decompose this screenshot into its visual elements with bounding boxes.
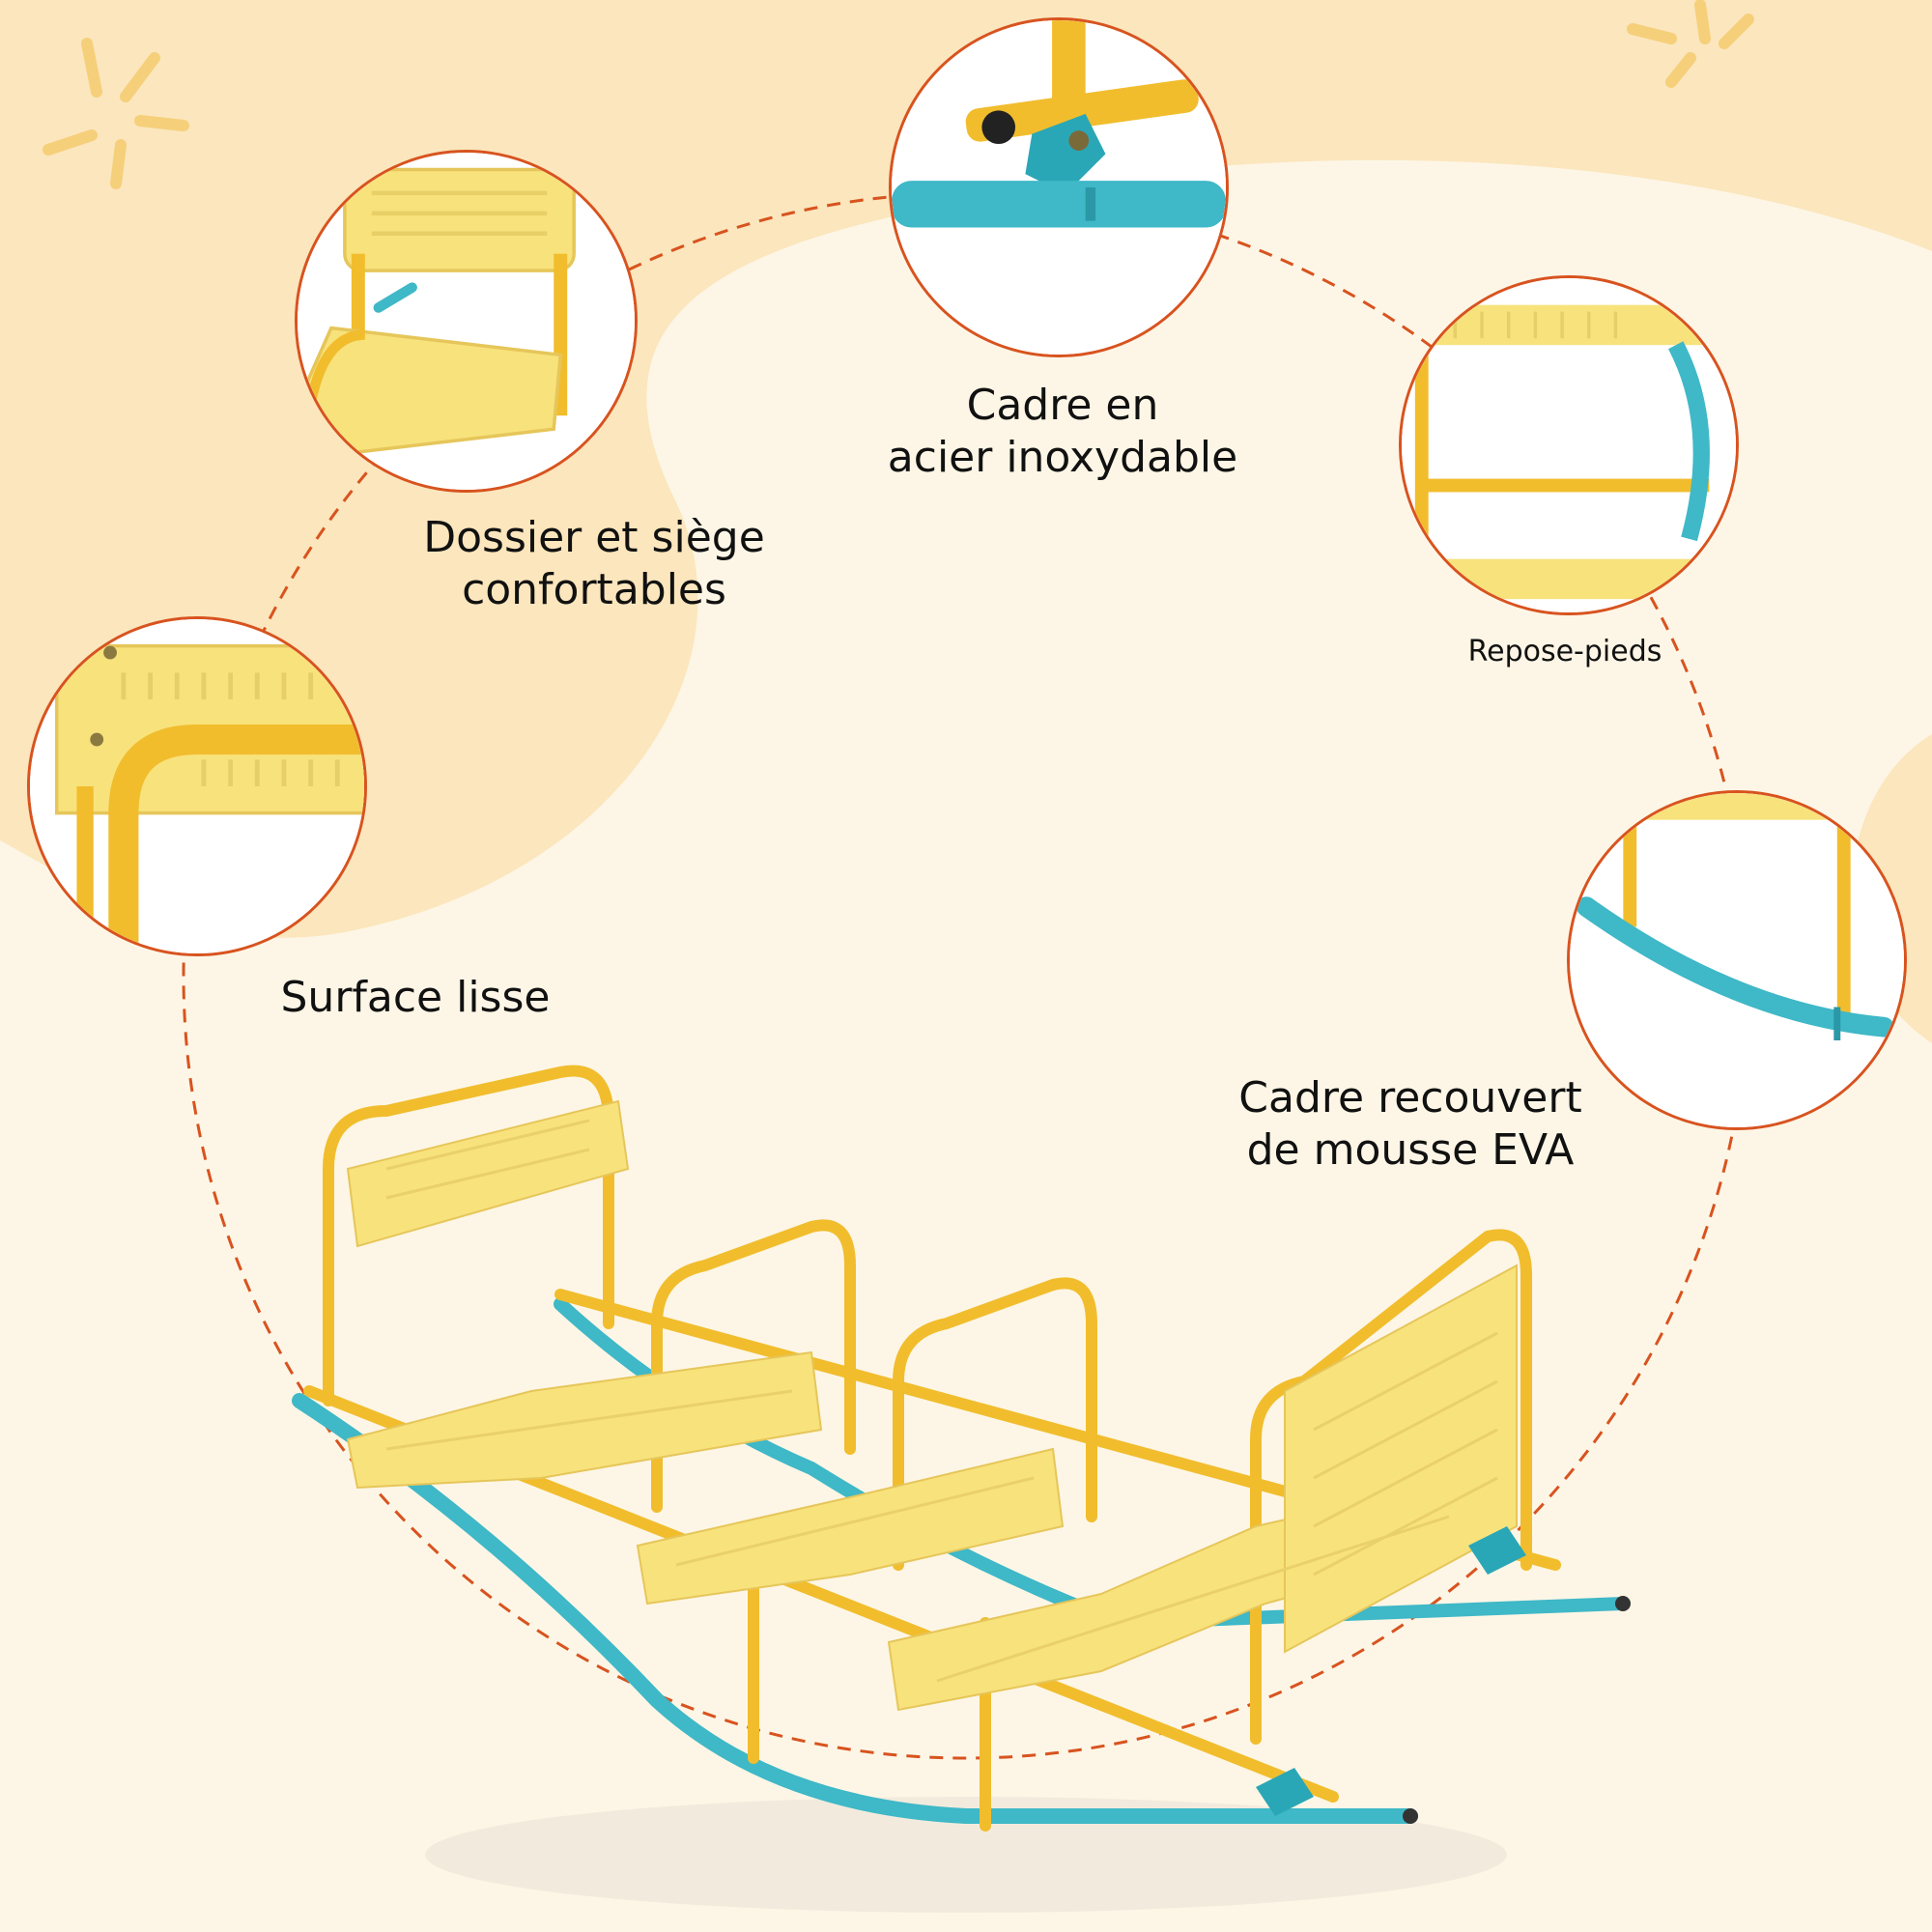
seat-right-backrest [1284,1264,1518,1654]
seat-middle [636,1447,1065,1605]
product-shadow [425,1797,1507,1913]
feature-label-eva-line2: de mousse EVA [1246,1124,1575,1175]
feature-label-eva-line1: Cadre recouvert [1238,1073,1582,1122]
feature-bubble-footrest [1399,275,1739,615]
feature-label-surface-line1: Surface lisse [280,973,551,1022]
rocking-seesaw-3-seat-icon [292,1065,1631,1913]
feature-label-frame: Cadre en acier inoxydable [850,380,1275,483]
feature-bubble-frame [889,17,1229,357]
sparkle-icon-right [1627,0,1754,88]
smooth-surface-closeup-icon [30,619,364,953]
sparkle-icon-left [43,38,189,189]
feature-label-seat: Dossier et siège confortables [415,512,773,615]
feature-bubble-surface [27,616,367,956]
runner-back [554,1297,1630,1631]
seat-backrest-closeup-icon [298,153,635,490]
feature-label-footrest: Repose-pieds [1449,635,1681,670]
eva-foam-runner-closeup-icon [1570,793,1904,1127]
feature-label-seat-line2: confortables [462,564,726,614]
feature-label-surface: Surface lisse [266,972,565,1024]
feature-label-seat-line1: Dossier et siège [423,513,765,562]
feature-label-frame-line1: Cadre en [966,381,1159,430]
feature-bubble-seat [295,150,638,493]
feature-label-eva: Cadre recouvert de mousse EVA [1217,1072,1604,1176]
steel-frame-joint-closeup-icon [892,20,1226,355]
feature-label-footrest-line1: Repose-pieds [1467,635,1662,668]
feature-bubble-eva [1567,790,1907,1130]
feature-label-frame-line2: acier inoxydable [887,432,1238,482]
footrest-closeup-icon [1402,278,1736,612]
